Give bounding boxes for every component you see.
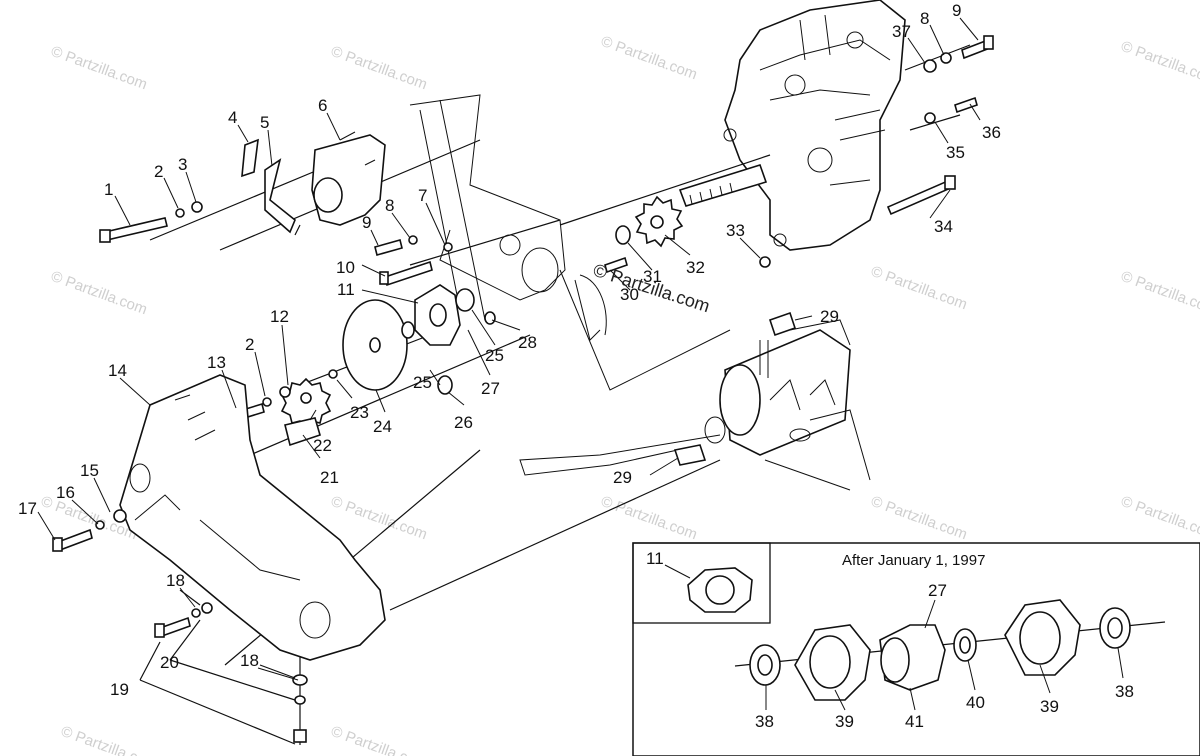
callout-27b: 27 [928,581,947,600]
engine-chaincase [723,0,906,251]
callout-22: 22 [313,436,332,455]
callout-41: 41 [905,712,924,731]
callout-25b: 25 [485,346,504,365]
frame-bracket [409,94,731,391]
watermark: © Partzilla.com [1119,268,1200,319]
callout-7: 7 [418,186,427,205]
callout-29b: 29 [613,468,632,487]
callout-11b: 11 [646,549,664,568]
inset-panel: After January 1, 1997 [632,542,1200,756]
watermark: © Partzilla.com [1119,493,1200,544]
callout-19: 19 [110,680,129,699]
part-4-5-6 [241,131,386,234]
callout-8: 8 [385,196,394,215]
callout-33: 33 [726,221,745,240]
callout-35: 35 [946,143,965,162]
callout-24: 24 [373,417,392,436]
part-1-bolt [99,201,203,243]
callout-26: 26 [454,413,473,432]
part-15-20-hardware [52,509,308,745]
callout-18: 18 [166,571,185,590]
callout-29a: 29 [820,307,839,326]
callout-15: 15 [80,461,99,480]
watermark: © Partzilla.com [49,43,150,94]
callout-37: 37 [892,22,911,41]
callout-9: 9 [362,213,371,232]
callout-30: 30 [620,285,639,304]
watermark: © Partzilla.com [869,263,970,314]
callout-3: 3 [178,155,187,174]
callout-10: 10 [336,258,355,277]
part-14-chaincase-cover [119,374,386,661]
callout-13: 13 [207,353,226,372]
part-33-37 [759,35,994,268]
inset-title: After January 1, 1997 [842,552,985,569]
callout-34: 34 [934,217,953,236]
bolts-7-10 [374,235,453,287]
callout-21: 21 [320,468,339,487]
callout-18b: 18 [240,651,259,670]
callout-labels: 1 2 3 4 5 6 7 8 9 10 11 12 13 2 14 15 16… [18,1,1134,731]
callout-31: 31 [643,267,662,286]
callout-39b: 39 [1040,697,1059,716]
watermark: © Partzilla.com [599,493,700,544]
callout-38a: 38 [755,712,774,731]
watermark: © Partzilla.com [1119,38,1200,89]
output-shaft [678,164,768,207]
callout-36: 36 [982,123,1001,142]
callout-14: 14 [108,361,127,380]
callout-leaders [37,17,981,681]
part-11-24-25 [342,284,496,395]
callout-11: 11 [337,280,355,299]
callout-2: 2 [154,162,163,181]
exhaust-muffler [519,319,871,491]
watermark: © Partzilla.com [59,723,160,756]
callout-20: 20 [160,653,179,672]
watermark: © Partzilla.com [329,43,430,94]
callout-39a: 39 [835,712,854,731]
watermark: © Partzilla.com [329,723,430,756]
callout-5: 5 [260,113,269,132]
callout-1: 1 [104,180,113,199]
callout-32: 32 [686,258,705,277]
watermark: © Partzilla.com [869,493,970,544]
part-29-brackets [673,311,797,466]
part-30-31-32 [604,195,684,274]
part-12-13-21-22-23 [230,369,338,447]
callout-28: 28 [518,333,537,352]
callout-23: 23 [350,403,369,422]
callout-6: 6 [318,96,327,115]
callout-27: 27 [481,379,500,398]
watermark: © Partzilla.com [599,33,700,84]
callout-16: 16 [56,483,75,502]
callout-17: 17 [18,499,37,518]
callout-2b: 2 [245,335,254,354]
callout-38b: 38 [1115,682,1134,701]
callout-8b: 8 [920,9,929,28]
callout-40: 40 [966,693,985,712]
callout-25a: 25 [413,373,432,392]
callout-9b: 9 [952,1,961,20]
watermark: © Partzilla.com [49,268,150,319]
callout-4: 4 [228,108,237,127]
callout-12: 12 [270,307,289,326]
